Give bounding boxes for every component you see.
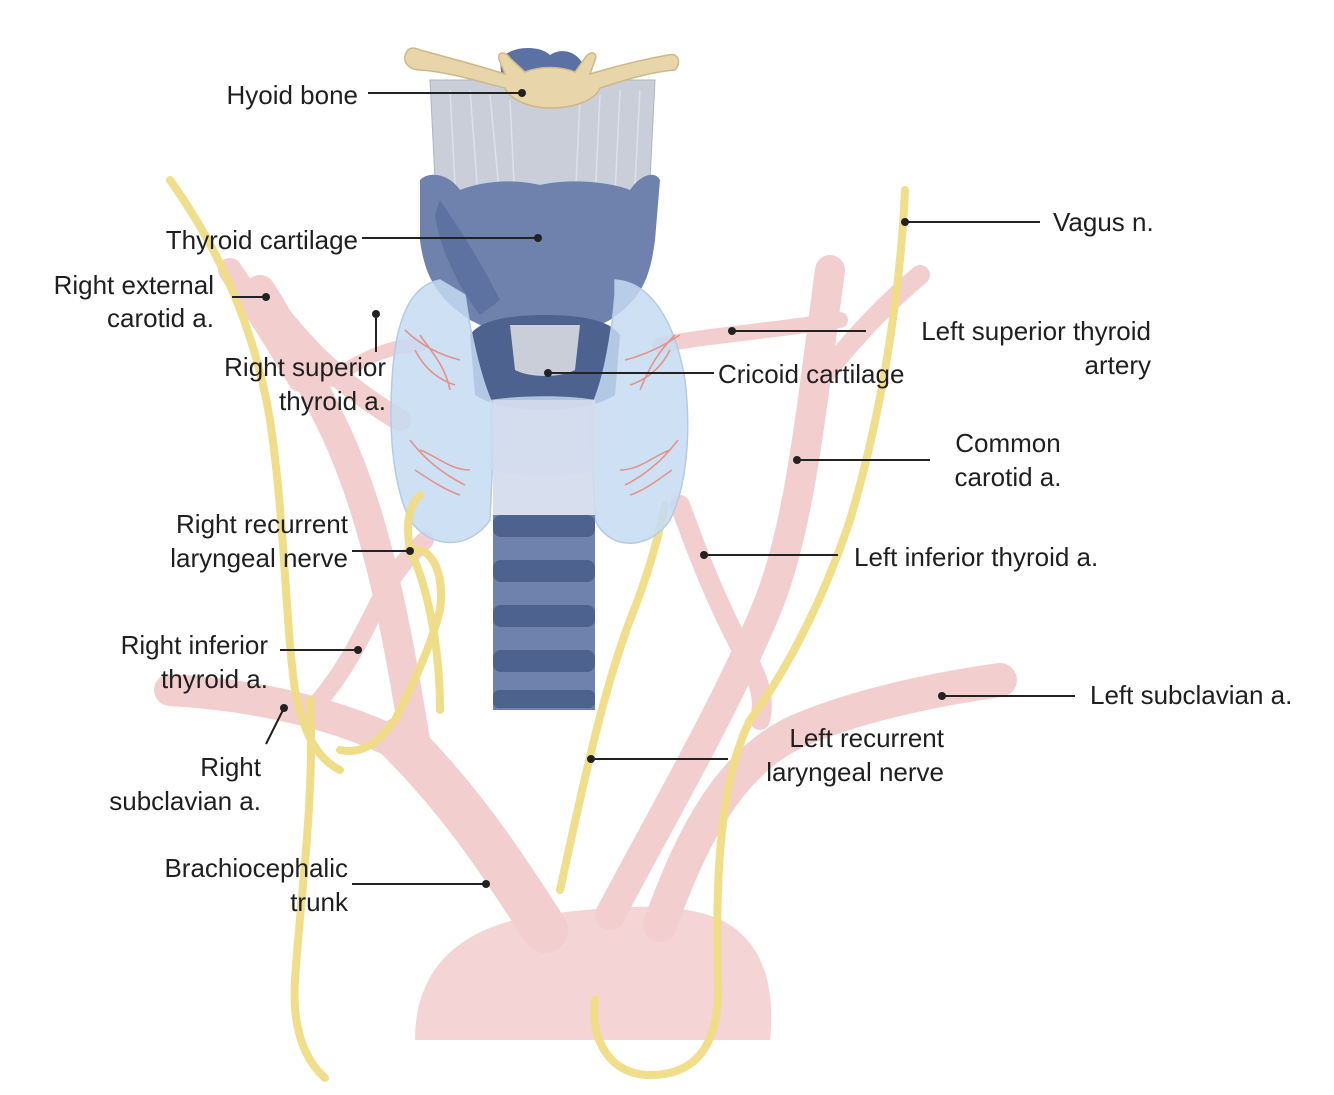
cricoid-inner <box>510 325 580 376</box>
label-right-recurrent-laryngeal-line2: laryngeal nerve <box>170 543 348 573</box>
label-right-superior-thyroid-line1: Right superior <box>224 352 386 382</box>
label-right-external-carotid-line2: carotid a. <box>107 303 214 333</box>
label-common-carotid-line1: Common <box>955 428 1060 458</box>
label-left-superior-thyroid-line2: artery <box>1085 350 1151 380</box>
label-right-superior-thyroid-line2: thyroid a. <box>279 386 386 416</box>
right-subclavian-artery <box>154 674 416 761</box>
larynx <box>404 47 680 410</box>
left-recurrent-laryngeal-nerve <box>556 501 669 894</box>
nerves-front <box>166 176 909 1082</box>
hyoid-bone-shape <box>404 47 680 109</box>
thyroid-cartilage-shading <box>435 200 500 315</box>
label-common-carotid-line2: carotid a. <box>955 462 1062 492</box>
labels: Hyoid bone Thyroid cartilage Right exter… <box>54 80 1293 917</box>
trachea-rings <box>493 515 595 708</box>
left-common-carotid <box>595 255 845 930</box>
left-vagus-nerve <box>590 186 909 1080</box>
left-subclavian-artery-vessel <box>643 663 1017 942</box>
thyroid-vasculature <box>404 329 681 496</box>
leaders <box>232 89 1075 888</box>
left-external-carotid <box>810 265 930 390</box>
label-right-subclavian-line2: subclavian a. <box>109 786 261 816</box>
right-internal-carotid <box>218 258 312 392</box>
trachea-upper <box>493 400 595 515</box>
trachea <box>493 400 595 710</box>
label-cricoid-cartilage: Cricoid cartilage <box>718 359 904 389</box>
left-superior-thyroid-artery-vessel <box>652 312 848 353</box>
label-left-subclavian: Left subclavian a. <box>1090 680 1292 710</box>
aortic-arch <box>415 906 772 1040</box>
right-vagus-lower <box>290 696 329 1082</box>
label-vagus: Vagus n. <box>1053 207 1154 237</box>
label-brachiocephalic-line1: Brachiocephalic <box>164 853 348 883</box>
nerves-back <box>556 501 669 894</box>
label-right-external-carotid-line1: Right external <box>54 270 214 300</box>
label-left-superior-thyroid-line1: Left superior thyroid <box>921 316 1151 346</box>
label-right-subclavian-line1: Right <box>200 752 261 782</box>
label-left-inferior-thyroid: Left inferior thyroid a. <box>854 542 1098 572</box>
label-thyroid-cartilage: Thyroid cartilage <box>166 225 358 255</box>
label-right-inferior-thyroid-line1: Right inferior <box>121 630 269 660</box>
label-brachiocephalic-line2: trunk <box>290 887 349 917</box>
right-vagus-nerve <box>166 176 344 774</box>
right-external-carotid <box>249 279 411 431</box>
label-left-recurrent-laryngeal-line2: laryngeal nerve <box>766 757 944 787</box>
right-recurrent-to-subclavian <box>406 546 444 714</box>
right-recurrent-laryngeal-nerve <box>336 491 445 755</box>
label-hyoid-bone: Hyoid bone <box>226 80 358 110</box>
label-right-recurrent-laryngeal-line1: Right recurrent <box>176 509 349 539</box>
label-left-recurrent-laryngeal-line1: Left recurrent <box>789 723 944 753</box>
label-right-inferior-thyroid-line2: thyroid a. <box>161 664 268 694</box>
